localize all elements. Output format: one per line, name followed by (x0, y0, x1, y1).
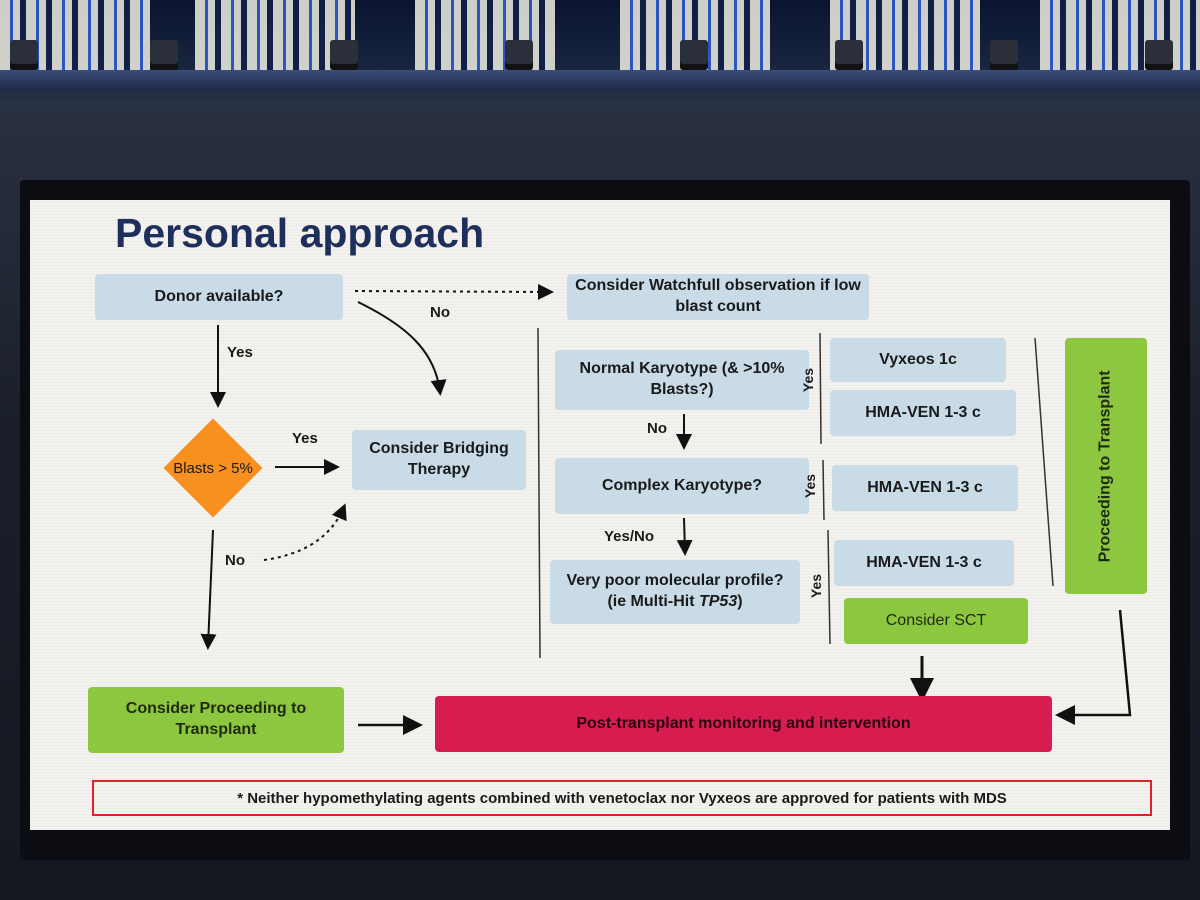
arrow-donor-to-bridging (357, 301, 447, 396)
consider-sct-box: Consider SCT (844, 598, 1028, 644)
hma-ven-box-2: HMA-VEN 1-3 c (832, 465, 1018, 511)
proceeding-to-transplant-box: Proceeding to Transplant (1065, 338, 1147, 594)
arrow-complex-to-molecular (676, 517, 693, 556)
stage-light-icon (10, 40, 38, 70)
bracket-proceeding (1034, 337, 1054, 587)
molecular-profile-box: Very poor molecular profile? (ie Multi-H… (550, 560, 800, 624)
stage-light-icon (680, 40, 708, 70)
normal-karyotype-box: Normal Karyotype (& >10% Blasts?) (555, 350, 809, 410)
flowchart-connectors (200, 283, 1132, 735)
complex-karyotype-box: Complex Karyotype? (555, 458, 809, 514)
post-transplant-box: Post-transplant monitoring and intervent… (435, 696, 1052, 752)
molecular-profile-suffix: ) (737, 593, 743, 610)
footnote-box: * Neither hypomethylating agents combine… (92, 780, 1152, 816)
edge-label-yes-molecular: Yes (808, 573, 825, 599)
stage-light-icon (990, 40, 1018, 70)
hma-ven-box-1: HMA-VEN 1-3 c (830, 390, 1016, 436)
ceiling-window (195, 0, 355, 78)
vyxeos-box: Vyxeos 1c (830, 338, 1006, 382)
edge-label-yes-blasts: Yes (292, 430, 318, 447)
arrow-blasts-down (200, 529, 217, 650)
arrow-donor-to-watchful (354, 283, 554, 300)
stage-light-icon (505, 40, 533, 70)
molecular-profile-prefix: Very poor molecular profile? (ie Multi-H… (566, 572, 784, 610)
molecular-profile-text: Very poor molecular profile? (ie Multi-H… (556, 571, 794, 613)
blasts-decision-label: Blasts > 5% (173, 459, 253, 477)
bridging-therapy-box: Consider Bridging Therapy (352, 430, 526, 490)
bracket-complex-yes (822, 459, 825, 521)
ceiling-backdrop (0, 0, 1200, 110)
donor-available-box: Donor available? (95, 274, 343, 320)
edge-label-yes-no: Yes/No (604, 528, 655, 545)
consider-proceeding-box: Consider Proceeding to Transplant (88, 687, 344, 753)
bracket-molecular-yes (827, 529, 831, 645)
ceiling-rail (0, 70, 1200, 90)
stage-light-icon (330, 40, 358, 70)
ceiling-window (415, 0, 555, 78)
stage-light-icon (150, 40, 178, 70)
molecular-profile-gene: TP53 (698, 593, 738, 610)
stage-light-icon (835, 40, 863, 70)
hma-ven-box-3: HMA-VEN 1-3 c (834, 540, 1014, 586)
slide-title: Personal approach (115, 210, 485, 256)
stage-light-icon (1145, 40, 1173, 70)
bracket-karyotype-column (537, 327, 541, 659)
arrow-transplant-to-post (1055, 609, 1132, 725)
arrow-no-to-bridging (263, 503, 347, 561)
bracket-normal-yes (819, 332, 822, 445)
edge-label-yes-complex: Yes (802, 473, 819, 499)
blasts-decision: Blasts > 5% (158, 418, 268, 518)
proceeding-to-transplant-label: Proceeding to Transplant (1096, 369, 1114, 563)
edge-label-no-blasts: No (225, 552, 245, 569)
watchful-observation-box: Consider Watchfull observation if low bl… (567, 274, 869, 320)
edge-label-no-donor: No (430, 304, 450, 321)
edge-label-yes-normal: Yes (800, 367, 817, 393)
edge-label-no-normal: No (647, 420, 667, 437)
slide: Personal approach (30, 200, 1170, 830)
ceiling-window (1040, 0, 1200, 78)
edge-label-yes-donor: Yes (227, 344, 253, 361)
